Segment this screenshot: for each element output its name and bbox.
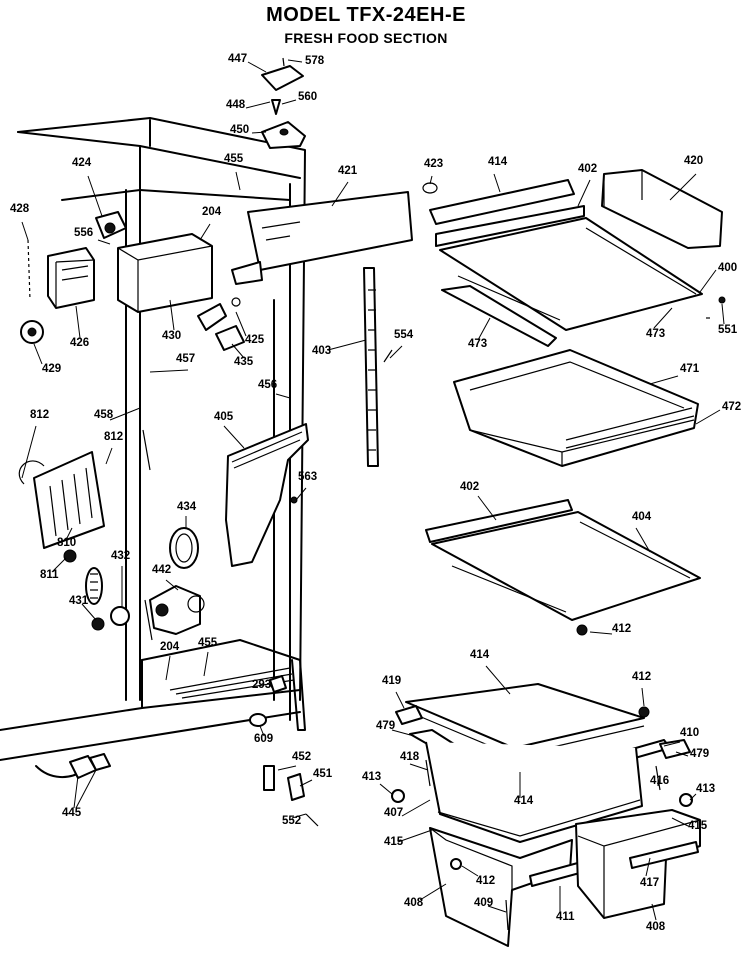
callout-408: 408 bbox=[404, 897, 424, 909]
pan-drawers-408 bbox=[429, 809, 701, 947]
callout-457: 457 bbox=[176, 353, 195, 365]
callout-400: 400 bbox=[718, 262, 737, 274]
callout-435: 435 bbox=[234, 356, 254, 368]
callout-403: 403 bbox=[312, 345, 331, 357]
callout-455: 455 bbox=[224, 153, 244, 165]
callout-204: 204 bbox=[160, 641, 180, 653]
callout-420: 420 bbox=[684, 155, 703, 167]
callout-413: 413 bbox=[362, 771, 381, 783]
callout-812: 812 bbox=[104, 431, 123, 443]
callout-556: 556 bbox=[74, 227, 93, 239]
callout-293: 293 bbox=[252, 679, 271, 691]
callout-labels: 447 578 448 560 450 424 455 421 423 414 402 420 428 2… bbox=[10, 53, 741, 933]
callout-447: 447 bbox=[228, 53, 247, 65]
callout-415: 415 bbox=[688, 820, 708, 832]
callout-452: 452 bbox=[292, 751, 311, 763]
callout-473: 473 bbox=[468, 338, 487, 350]
callout-563: 563 bbox=[298, 471, 317, 483]
callout-414: 414 bbox=[514, 795, 534, 807]
callout-434: 434 bbox=[177, 501, 197, 513]
top-hinge-parts bbox=[261, 57, 306, 149]
callout-429: 429 bbox=[42, 363, 61, 375]
pan-frame-407 bbox=[425, 741, 643, 843]
callout-426: 426 bbox=[70, 337, 89, 349]
front-trim-421 bbox=[231, 191, 413, 285]
callout-408: 408 bbox=[646, 921, 666, 933]
callout-450: 450 bbox=[230, 124, 249, 136]
callout-552: 552 bbox=[282, 815, 301, 827]
callout-424: 424 bbox=[72, 157, 92, 169]
callout-413: 413 bbox=[696, 783, 715, 795]
callout-456: 456 bbox=[258, 379, 277, 391]
callout-418: 418 bbox=[400, 751, 420, 763]
callout-414: 414 bbox=[488, 156, 508, 168]
callout-609: 609 bbox=[254, 733, 273, 745]
section-title: FRESH FOOD SECTION bbox=[284, 30, 448, 46]
callout-409: 409 bbox=[474, 897, 493, 909]
callout-810: 810 bbox=[57, 537, 76, 549]
leader-lines bbox=[21, 59, 725, 921]
callout-471: 471 bbox=[680, 363, 700, 375]
callout-402: 402 bbox=[460, 481, 479, 493]
callout-812: 812 bbox=[30, 409, 49, 421]
callout-472: 472 bbox=[722, 401, 741, 413]
heater-810 bbox=[18, 451, 105, 563]
callout-423: 423 bbox=[424, 158, 443, 170]
callout-473: 473 bbox=[646, 328, 665, 340]
lower-shelf-404 bbox=[425, 499, 701, 636]
control-housing bbox=[20, 211, 213, 344]
callout-551: 551 bbox=[718, 324, 738, 336]
fan-parts bbox=[85, 527, 205, 635]
callout-431: 431 bbox=[69, 595, 89, 607]
callout-419: 419 bbox=[382, 675, 401, 687]
callout-411: 411 bbox=[556, 911, 575, 923]
callout-405: 405 bbox=[214, 411, 234, 423]
callout-402: 402 bbox=[578, 163, 597, 175]
callout-448: 448 bbox=[226, 99, 246, 111]
callout-458: 458 bbox=[94, 409, 114, 421]
callout-412: 412 bbox=[612, 623, 631, 635]
callout-407: 407 bbox=[384, 807, 403, 819]
callout-445: 445 bbox=[62, 807, 82, 819]
callout-430: 430 bbox=[162, 330, 181, 342]
callout-560: 560 bbox=[298, 91, 317, 103]
callout-442: 442 bbox=[152, 564, 171, 576]
callout-428: 428 bbox=[10, 203, 30, 215]
callout-451: 451 bbox=[313, 768, 333, 780]
crisper-471 bbox=[453, 349, 699, 467]
dairy-bin-420 bbox=[601, 169, 723, 249]
upper-shelf-400 bbox=[435, 205, 726, 347]
callout-414: 414 bbox=[470, 649, 490, 661]
callout-554: 554 bbox=[394, 329, 414, 341]
callout-425: 425 bbox=[245, 334, 265, 346]
model-title: MODEL TFX-24EH-E bbox=[266, 4, 466, 26]
clip-425 bbox=[197, 297, 245, 351]
callout-811: 811 bbox=[40, 569, 59, 581]
callout-204: 204 bbox=[202, 206, 222, 218]
small-hardware bbox=[35, 675, 319, 827]
callout-410: 410 bbox=[680, 727, 699, 739]
callout-479: 479 bbox=[690, 748, 709, 760]
callout-421: 421 bbox=[338, 165, 358, 177]
callout-432: 432 bbox=[111, 550, 130, 562]
callout-404: 404 bbox=[632, 511, 652, 523]
shelf-ladder-403 bbox=[363, 267, 393, 467]
callout-416: 416 bbox=[650, 775, 669, 787]
callout-417: 417 bbox=[640, 877, 659, 889]
callout-455: 455 bbox=[198, 637, 218, 649]
callout-415: 415 bbox=[384, 836, 404, 848]
callout-412: 412 bbox=[476, 875, 495, 887]
callout-578: 578 bbox=[305, 55, 325, 67]
callout-479: 479 bbox=[376, 720, 395, 732]
air-duct-405 bbox=[225, 423, 309, 567]
callout-412: 412 bbox=[632, 671, 651, 683]
